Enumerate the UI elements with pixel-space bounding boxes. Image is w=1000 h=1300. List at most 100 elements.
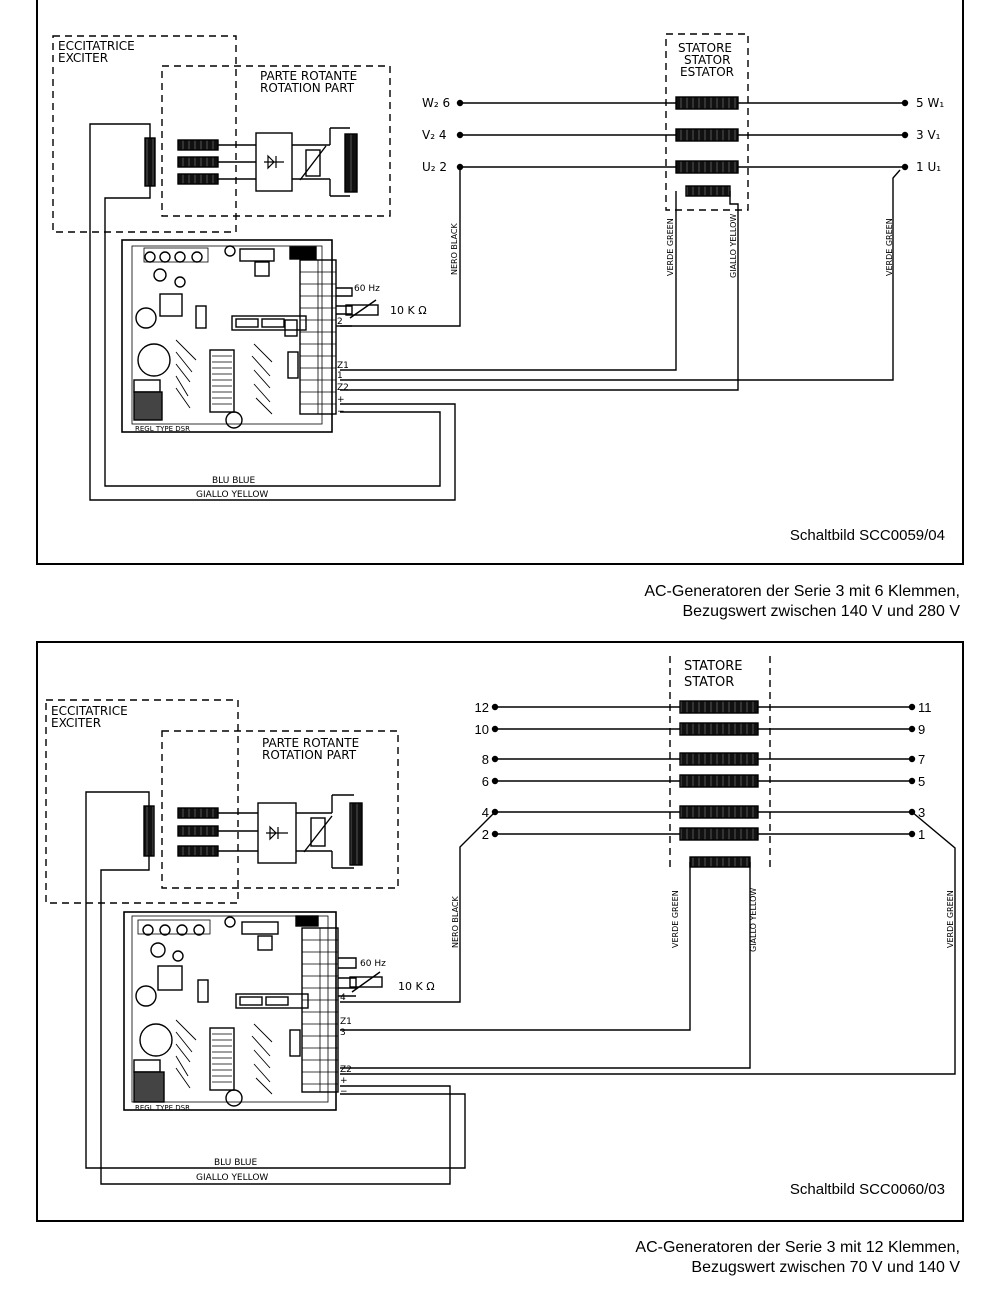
terminal-1-u1: 1 U₁ — [916, 160, 941, 174]
rectifier-block — [255, 132, 293, 192]
exciter-label-it: ECCITATRICE — [51, 704, 128, 718]
terminal-3: 3 — [918, 805, 925, 820]
voltage-regulator-board: REGL TYPE DSR — [123, 911, 339, 1112]
terminal-1: 1 — [918, 827, 925, 842]
stator-aux-winding — [689, 856, 751, 868]
reg-terminal-minus: − — [337, 407, 345, 417]
wire-label-verde-green-2: VERDE GREEN — [946, 890, 955, 948]
regulator-type-label: REGL TYPE DSR — [135, 1104, 190, 1112]
diagram-frame — [36, 0, 964, 565]
terminal-9: 9 — [918, 722, 925, 737]
diagram-12-terminals: ECCITATRICE EXCITER PARTE ROTANTE ROTATI… — [36, 641, 964, 1222]
rotating-label-it: PARTE ROTANTE — [262, 736, 359, 750]
stator-winding-8-7 — [679, 752, 759, 766]
rectifier-block — [257, 802, 297, 864]
caption-line-1: AC-Generatoren der Serie 3 mit 12 Klemme… — [635, 1239, 960, 1256]
terminal-w2-6: W₂ 6 — [422, 96, 450, 110]
exciter-box — [52, 35, 237, 233]
stator-winding-10-9 — [679, 722, 759, 736]
terminal-v2-4: V₂ 4 — [422, 128, 446, 142]
rotor-winding-1 — [177, 139, 219, 151]
wire-label-blu-blue: BLU BLUE — [212, 476, 256, 486]
terminal-5-w1: 5 W₁ — [916, 96, 944, 110]
rotor-winding-1 — [177, 807, 219, 819]
reg-terminal-z1: Z1 — [340, 1017, 352, 1027]
terminal-8: 8 — [482, 752, 489, 767]
wire-label-nero-black: NERO BLACK — [450, 223, 459, 275]
stator-winding-4-3 — [679, 805, 759, 819]
wire-label-giallo-yellow: GIALLO YELLOW — [729, 214, 738, 278]
wire-label-giallo-yellow: GIALLO YELLOW — [749, 888, 758, 952]
rotating-label-en: ROTATION PART — [260, 81, 355, 95]
exciter-field-winding — [144, 137, 156, 187]
rotating-label-en: ROTATION PART — [262, 748, 357, 762]
terminal-3-v1: 3 V₁ — [916, 128, 941, 142]
exciter-label-en: EXCITER — [51, 716, 101, 730]
reg-terminal-plus: + — [340, 1076, 348, 1086]
stator-label-en: STATOR — [684, 53, 730, 67]
wire-label-verde-green-1: VERDE GREEN — [671, 890, 680, 948]
reg-terminal-z1: Z1 — [337, 361, 349, 371]
terminal-2: 2 — [482, 827, 489, 842]
diagram-6-terminals: ECCITATRICE EXCITER PARTE ROTANTE ROTATI… — [36, 0, 964, 565]
caption-6-terminals: AC-Generatoren der Serie 3 mit 6 Klemmen… — [644, 582, 960, 622]
caption-line-2: Bezugswert zwischen 140 V und 280 V — [682, 603, 961, 620]
stator-aux-winding — [685, 185, 731, 197]
rotating-label-it: PARTE ROTANTE — [260, 69, 357, 83]
wire-label-verde-green-2: VERDE GREEN — [885, 218, 894, 276]
caption-line-1: AC-Generatoren der Serie 3 mit 6 Klemmen… — [644, 583, 960, 600]
reg-terminal-4: 4 — [340, 993, 346, 1003]
caption-12-terminals: AC-Generatoren der Serie 3 mit 12 Klemme… — [635, 1238, 960, 1278]
terminal-6: 6 — [482, 774, 489, 789]
stator-label-es: ESTATOR — [680, 65, 734, 79]
exciter-label-it: ECCITATRICE — [58, 39, 135, 53]
stator-label-it: STATORE — [684, 659, 743, 674]
rotating-part-box — [161, 730, 399, 889]
terminal-u2-2: U₂ 2 — [422, 160, 447, 174]
reg-terminal-3: 3 — [340, 1028, 346, 1038]
varistor — [310, 817, 326, 847]
stator-label-en: STATOR — [684, 675, 734, 690]
voltage-regulator-board: REGL TYPE DSR — [121, 239, 337, 433]
caption-line-2: Bezugswert zwischen 70 V und 140 V — [691, 1259, 960, 1276]
freq-label: 60 Hz — [360, 959, 386, 969]
terminal-7: 7 — [918, 752, 925, 767]
wire-label-nero-black: NERO BLACK — [451, 896, 460, 948]
stator-winding-12-11 — [679, 700, 759, 714]
reg-terminal-2: 2 — [337, 317, 343, 327]
varistor — [305, 149, 321, 177]
wire-label-giallo-yellow-bottom: GIALLO YELLOW — [196, 490, 268, 500]
rotor-winding-2 — [177, 825, 219, 837]
reg-terminal-z2: Z2 — [337, 383, 349, 393]
stator-winding-2-1 — [679, 827, 759, 841]
rotating-part-box — [161, 65, 391, 217]
stator-label-it: STATORE — [678, 41, 732, 55]
stator-winding-6-5 — [679, 774, 759, 788]
exciter-label-en: EXCITER — [58, 51, 108, 65]
wire-label-giallo-yellow-bottom: GIALLO YELLOW — [196, 1173, 268, 1183]
exciter-box — [45, 699, 239, 904]
reg-terminal-1: 1 — [337, 371, 343, 381]
terminal-10: 10 — [475, 722, 489, 737]
diagram-frame — [36, 641, 964, 1222]
drawing-reference: Schaltbild SCC0060/03 — [790, 1181, 945, 1198]
rotor-winding-2 — [177, 156, 219, 168]
stator-winding-w — [675, 96, 739, 110]
reg-terminal-z2: Z2 — [340, 1065, 352, 1075]
stator-box — [665, 33, 749, 211]
regulator-type-label: REGL TYPE DSR — [135, 425, 190, 433]
stator-winding-u — [675, 160, 739, 174]
rotor-winding-3 — [177, 845, 219, 857]
terminal-12: 12 — [475, 700, 489, 715]
drawing-reference: Schaltbild SCC0059/04 — [790, 527, 945, 544]
terminal-11: 11 — [918, 700, 932, 715]
freq-label: 60 Hz — [354, 284, 380, 294]
main-rotor-field — [344, 133, 358, 193]
wire-label-verde-green-1: VERDE GREEN — [666, 218, 675, 276]
main-rotor-field — [349, 802, 363, 866]
stator-winding-v — [675, 128, 739, 142]
reg-terminal-plus: + — [337, 395, 345, 405]
terminal-5: 5 — [918, 774, 925, 789]
wire-label-blu-blue: BLU BLUE — [214, 1158, 258, 1168]
terminal-4: 4 — [482, 805, 489, 820]
